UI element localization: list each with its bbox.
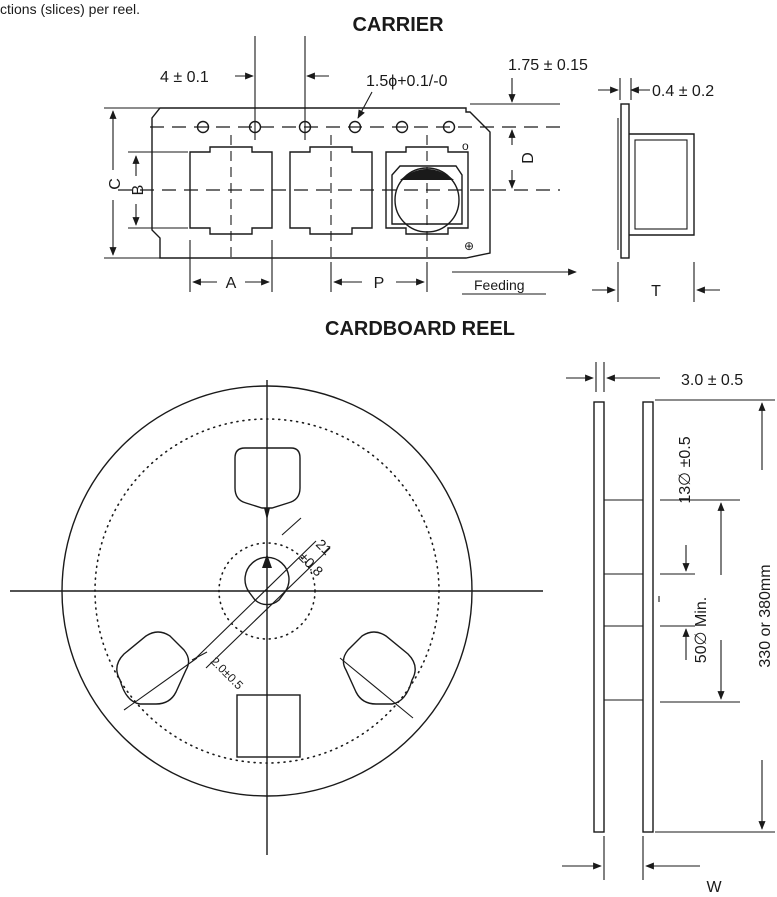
reel-side-view: [593, 401, 660, 833]
d-label: D: [520, 152, 537, 164]
right-window: [342, 631, 416, 705]
top-window: [234, 447, 301, 509]
carrier-side-view: [617, 103, 695, 259]
thickness-label: 0.4 ± 0.2: [652, 83, 714, 100]
p-label: P: [374, 275, 385, 292]
hole-label: 1.5ϕ+0.1/-0: [366, 73, 448, 90]
pitch-label: 4 ± 0.1: [160, 69, 209, 86]
edge-distance-label: 1.75 ± 0.15: [508, 57, 588, 74]
a-label: A: [226, 275, 237, 292]
feeding-label: Feeding: [474, 277, 525, 293]
c-label: C: [107, 178, 124, 190]
tape-outline: [151, 107, 491, 259]
left-window: [116, 631, 190, 705]
hub-diameter-label: 13∅ ±0.5: [677, 436, 694, 503]
width-label: W: [706, 879, 722, 896]
svg-text:o: o: [462, 139, 469, 153]
header-text: ctions (slices) per reel.: [0, 1, 140, 17]
key-label: 2.0±0.5: [208, 654, 246, 692]
svg-text:⊕: ⊕: [464, 239, 474, 253]
min-diameter-label: 50∅ Min.: [693, 597, 710, 663]
reel-title: CARDBOARD REEL: [325, 318, 515, 340]
carrier-diagram: CARRIER: [104, 14, 720, 302]
carrier-title: CARRIER: [352, 14, 444, 36]
b-label: B: [130, 185, 147, 196]
bottom-slot: [236, 694, 301, 758]
reel-hub: [244, 554, 290, 606]
reel-diagram: CARDBOARD REEL 21 ±0.8 2.0±0.5: [10, 318, 775, 896]
slot-label-top: 21: [313, 536, 335, 558]
reel-diameter-label: 330 or 380mm: [757, 564, 774, 667]
t-label: T: [651, 283, 661, 300]
flange-gap-label: 3.0 ± 0.5: [681, 372, 743, 389]
